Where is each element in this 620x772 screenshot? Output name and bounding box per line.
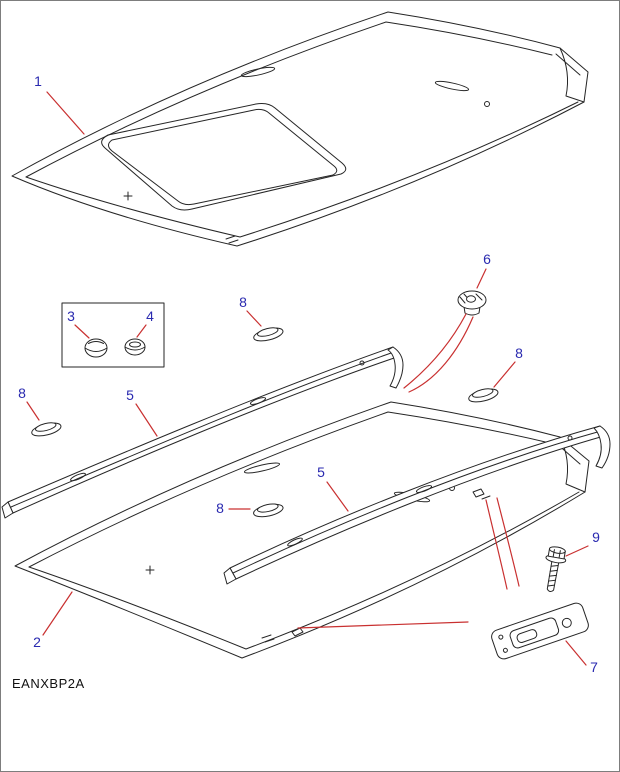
roof-panel-1-inner-edge [25, 21, 553, 178]
locator-6-curve-b [408, 316, 474, 393]
roof-panel-2-outline [14, 401, 590, 659]
callout-9: 9 [592, 529, 600, 545]
plug-3-flange-line [84, 347, 108, 352]
roof-panel-2 [14, 401, 590, 659]
plug-4-top [129, 341, 141, 348]
rail-5-upper-channel-line [10, 351, 395, 508]
rail-5-lower-channel-line [232, 430, 602, 574]
leader-to-8-left [26, 401, 40, 421]
clip-8-right [466, 385, 500, 405]
rail-5-upper-slot-2 [249, 397, 267, 405]
roof-panel-1 [11, 11, 589, 247]
callout-3: 3 [67, 308, 75, 324]
callout-6: 6 [483, 251, 491, 267]
rail-5-upper-hole [359, 360, 365, 366]
callout-7: 7 [590, 659, 598, 675]
locator-bracket-line [297, 621, 469, 629]
rail-5-upper-slot-1 [70, 472, 86, 482]
plug-3-highlight [88, 341, 104, 344]
bracket-7 [491, 602, 589, 660]
bracket-7-hole-large [561, 617, 572, 628]
callout-8-middle: 8 [216, 500, 224, 516]
panel-1-rib-left [240, 66, 276, 78]
panel-2-mount-tab-front [291, 627, 304, 637]
plug-kit-box [61, 302, 165, 368]
roof-rail-left-5 [1, 346, 404, 519]
plug-4-flange-line [124, 346, 146, 351]
panel-2-mark [145, 565, 155, 575]
callout-5-lower: 5 [317, 464, 325, 480]
leader-to-5-upper [135, 403, 158, 437]
bracket-7-slot [516, 629, 538, 643]
callout-8-left: 8 [18, 385, 26, 401]
bolt-9-head-facets [552, 549, 561, 559]
callout-8-top: 8 [239, 294, 247, 310]
leader-to-8-top [246, 310, 262, 327]
grommet-6-hole [466, 295, 476, 303]
bolt-9-threads [547, 564, 559, 587]
locator-6-curve-a [403, 313, 467, 389]
rail-5-upper-foot [1, 501, 14, 519]
roof-panel-1-inner-front [25, 101, 579, 238]
panel-1-rib-right [434, 80, 470, 92]
rail-5-lower-slot-1 [287, 537, 303, 547]
clip-8-left [29, 419, 63, 439]
leader-to-3 [74, 324, 90, 339]
rail-5-upper-end-hook [387, 346, 404, 389]
leader-to-8-right [493, 361, 516, 388]
roof-panel-2-inner-edge [28, 411, 555, 568]
callout-1: 1 [34, 73, 42, 89]
panel-2-mount-tab-rear [472, 488, 491, 500]
clip-8-top [251, 324, 285, 344]
panel-2-rib-left [243, 462, 281, 474]
panel-1-mark [123, 191, 133, 201]
callouts: 1 3 4 8 6 8 8 5 5 8 2 9 7 [18, 73, 600, 675]
rail-5-lower-hole [567, 435, 573, 441]
locator-bracket-curve-a [485, 499, 508, 590]
bolt-9-head-top [548, 546, 566, 554]
callout-5-upper: 5 [126, 387, 134, 403]
plug-box-frame [61, 302, 165, 368]
leader-to-2 [42, 591, 73, 636]
roof-rail-right-5 [223, 425, 611, 585]
panel-1-hole [484, 101, 490, 107]
bracket-7-hole-small-1 [498, 634, 504, 640]
panel-2-edge-tabs [261, 634, 275, 643]
sunroof-opening-inner [108, 108, 338, 206]
leader-to-5-lower [326, 481, 349, 512]
callout-4: 4 [146, 308, 154, 324]
dome-plug-4 [124, 338, 146, 356]
locator-bracket-curve-b [496, 497, 520, 587]
roof-panel-2-inner-front [28, 491, 580, 650]
callout-8-right: 8 [515, 345, 523, 361]
rail-5-lower-slot-2 [415, 485, 433, 493]
panel-1-edge-tabs [225, 235, 239, 244]
rail-5-lower-end-hook [593, 425, 611, 469]
leader-to-1 [46, 91, 85, 135]
bolt-9 [545, 546, 567, 592]
grommet-6 [457, 290, 487, 316]
dome-plug-3 [84, 338, 108, 358]
callout-2: 2 [33, 634, 41, 650]
sunroof-opening [101, 103, 347, 211]
leader-lines [26, 91, 589, 666]
leader-to-9 [565, 545, 589, 557]
leader-to-6 [476, 268, 487, 289]
part-code: EANXBP2A [12, 676, 85, 691]
roof-panel-1-corner-fold [555, 47, 585, 103]
leader-to-7 [565, 640, 587, 666]
bracket-7-hole-small-2 [502, 647, 508, 653]
rail-5-lower-foot [223, 567, 237, 585]
leader-to-4 [136, 324, 147, 338]
